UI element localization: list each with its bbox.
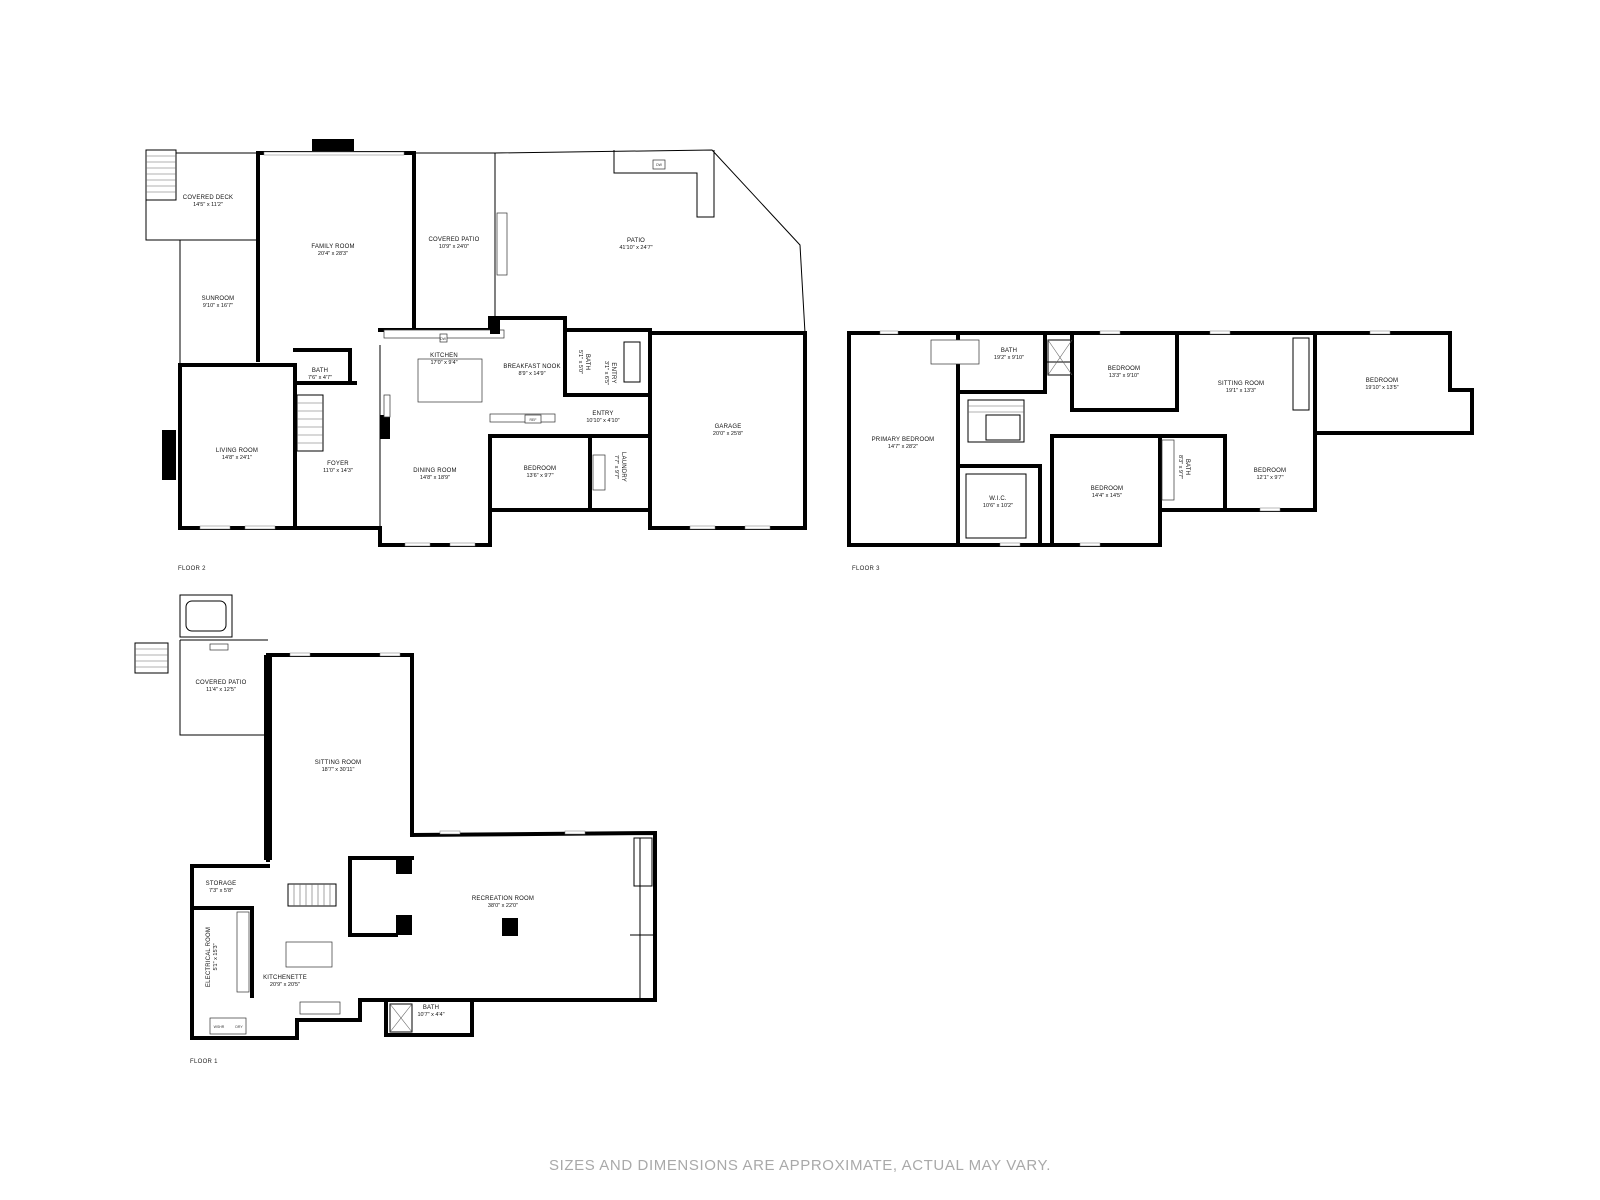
- disclaimer-text: SIZES AND DIMENSIONS ARE APPROXIMATE, AC…: [549, 1157, 1051, 1174]
- room-dims: 19'10" x 13'5": [1365, 385, 1398, 391]
- room-name: COVERED PATIO: [428, 237, 479, 243]
- room-dims: 20'4" x 28'3": [318, 251, 348, 257]
- room-name: BATH: [584, 354, 590, 370]
- room-dims: 14'5" x 11'2": [193, 202, 223, 208]
- room-name: BATH: [312, 368, 328, 374]
- floor-2-labels: COVERED DECK 14'5" x 11'2" FAMILY ROOM 2…: [178, 195, 743, 572]
- room-dims: 10'9" x 24'0": [439, 244, 469, 250]
- room-dims: 19'1" x 13'3": [1226, 388, 1256, 394]
- room-name: BATH: [1001, 348, 1017, 354]
- room-dims: 13'3" x 9'10": [1109, 373, 1139, 379]
- floor-1-plan: WSHR DRY: [134, 594, 657, 1040]
- kitchenette-stairs: [287, 883, 337, 907]
- floor-label: FLOOR 2: [178, 566, 206, 572]
- room-name: BEDROOM: [1366, 378, 1398, 384]
- room-name: GARAGE: [715, 424, 742, 430]
- floor-3-labels: BATH 19'2" x 9'10" BEDROOM 13'3" x 9'10"…: [852, 348, 1399, 572]
- floor-label: FLOOR 3: [852, 566, 880, 572]
- room-name: STORAGE: [206, 881, 237, 887]
- room-dims: 11'4" x 12'5": [206, 687, 236, 693]
- deck-stairs: [145, 149, 177, 201]
- room-dims: 14'7" x 28'2": [888, 444, 918, 450]
- room-name: BATH: [1184, 459, 1190, 475]
- room-name: BATH: [423, 1005, 439, 1011]
- kitchen-dw-label: DW: [440, 337, 447, 341]
- room-dims: 5'1" x 5'0": [577, 350, 583, 374]
- room-name: KITCHEN: [430, 353, 458, 359]
- room-name: ENTRY: [592, 411, 613, 417]
- room-dims: 5'1" x 15'3": [213, 943, 219, 970]
- room-name: COVERED DECK: [183, 195, 233, 201]
- room-name: KITCHENETTE: [263, 975, 307, 981]
- room-dims: 14'8" x 24'1": [222, 455, 252, 461]
- room-name: W.I.C.: [989, 496, 1007, 502]
- room-name: LAUNDRY: [620, 452, 626, 482]
- room-dims: 7'6" x 4'7": [308, 375, 332, 381]
- room-name: BEDROOM: [1254, 468, 1286, 474]
- kitchen-ref-label: REF: [530, 418, 537, 422]
- room-dims: 10'7" x 4'4": [417, 1012, 444, 1018]
- floor-label: FLOOR 1: [190, 1059, 218, 1065]
- room-name: FAMILY ROOM: [311, 244, 354, 250]
- room-dims: 13'6" x 9'7": [526, 473, 553, 479]
- patio-dishwasher-label: DW: [656, 163, 663, 167]
- room-dims: 8'9" x 14'9": [518, 371, 545, 377]
- room-name: BREAKFAST NOOK: [503, 364, 560, 370]
- patio-stairs: [134, 642, 169, 674]
- room-name: LIVING ROOM: [216, 448, 258, 454]
- room-dims: 18'7" x 30'11": [322, 767, 355, 773]
- room-name: DINING ROOM: [413, 468, 457, 474]
- room-dims: 10'10" x 4'10": [586, 418, 619, 424]
- room-dims: 14'4" x 14'5": [1092, 493, 1122, 499]
- room-name: SUNROOM: [202, 296, 235, 302]
- room-name: PATIO: [627, 238, 645, 244]
- dryer-label: DRY: [235, 1025, 243, 1029]
- floor-2-plan: DW REF DW: [145, 139, 807, 547]
- room-dims: 19'2" x 9'10": [994, 355, 1024, 361]
- room-dims: 9'10" x 16'7": [203, 303, 233, 309]
- room-name: RECREATION ROOM: [472, 896, 534, 902]
- room-name: BEDROOM: [1091, 486, 1123, 492]
- room-dims: 20'9" x 20'5": [270, 982, 300, 988]
- washer-label: WSHR: [214, 1025, 225, 1029]
- room-name: ENTRY: [610, 362, 616, 383]
- room-name: ELECTRICAL ROOM: [206, 927, 212, 987]
- room-name: SITTING ROOM: [1218, 381, 1264, 387]
- room-name: BEDROOM: [1108, 366, 1140, 372]
- room-dims: 12'1" x 9'7": [1256, 475, 1283, 481]
- room-name: PRIMARY BEDROOM: [872, 437, 935, 443]
- room-dims: 11'0" x 14'3": [323, 468, 353, 474]
- room-dims: 7'3" x 5'8": [209, 888, 233, 894]
- floor-3-plan: [847, 330, 1474, 547]
- room-dims: 14'8" x 18'9": [420, 475, 450, 481]
- room-dims: 41'10" x 24'7": [619, 245, 652, 251]
- floor-3-stairs: [967, 399, 1025, 443]
- room-name: COVERED PATIO: [195, 680, 246, 686]
- room-dims: 20'0" x 25'8": [713, 431, 743, 437]
- foyer-stairs: [296, 394, 324, 452]
- room-dims: 7'7" x 9'7": [613, 455, 619, 479]
- floor-1-labels: COVERED PATIO 11'4" x 12'5" SITTING ROOM…: [190, 680, 534, 1065]
- room-dims: 17'0" x 9'4": [430, 360, 457, 366]
- room-name: FOYER: [327, 461, 349, 467]
- room-dims: 3'1" x 6'5": [603, 361, 609, 385]
- room-dims: 38'0" x 22'0": [488, 903, 518, 909]
- room-dims: 10'6" x 10'2": [983, 503, 1013, 509]
- room-name: BEDROOM: [524, 466, 556, 472]
- room-name: SITTING ROOM: [315, 760, 361, 766]
- room-dims: 8'3" x 9'7": [1177, 455, 1183, 479]
